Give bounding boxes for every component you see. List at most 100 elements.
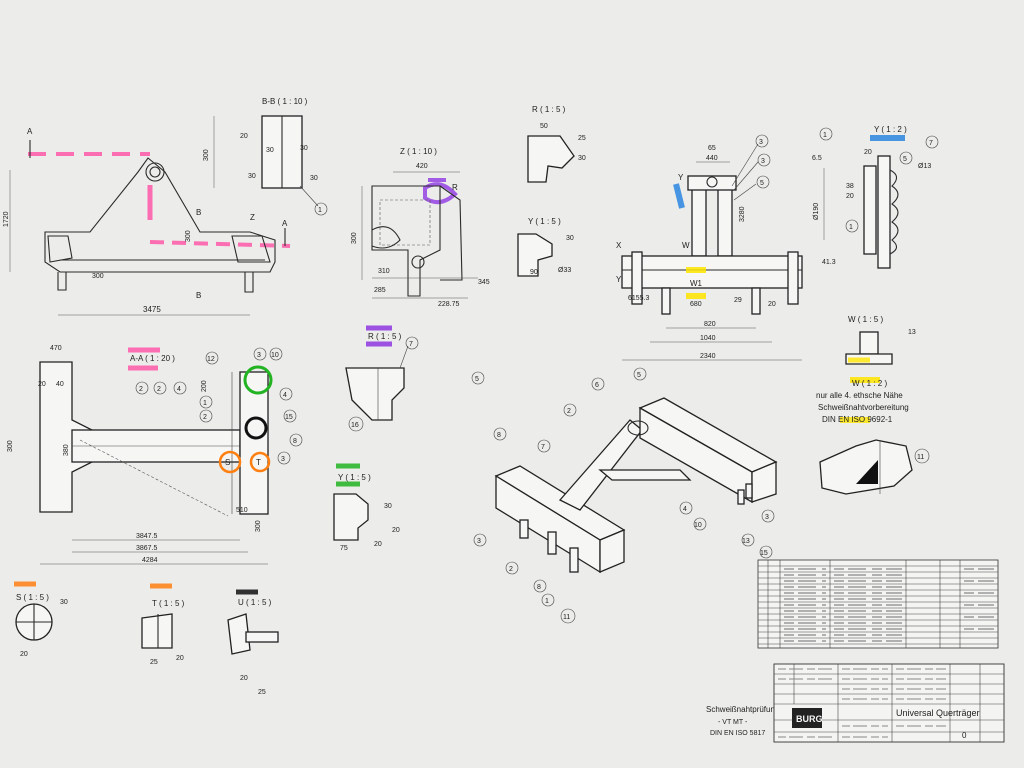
front-marker-w1: W1 [690,279,703,288]
y15-dim-1: 20 [392,527,400,534]
bb-dim-2: 20 [240,133,248,140]
iso-balloon-6: 2 [509,566,513,573]
y-top-dim-0: 30 [566,235,574,242]
s-dim-1: 30 [60,599,68,606]
aa-balloon-2: 10 [271,352,279,359]
aa-balloon-9: 3 [281,456,285,463]
section-marker-a: A [27,127,33,136]
aa-balloon-11: 2 [203,414,207,421]
view-y-top: Y ( 1 : 5 ) 30 90 Ø33 [517,217,574,277]
t-dim-0: 25 [150,659,158,666]
bb-dim-4: 30 [248,173,256,180]
z-dim-4: 228.75 [438,301,460,308]
front-dim-440: 440 [706,155,718,162]
view-y12-title: Y ( 1 : 2 ) [874,125,907,134]
y12-dim-0: 20 [864,149,872,156]
iso-balloon-1: 5 [637,372,641,379]
r15-balloon-1: 5 [475,376,479,383]
view-s-title: S ( 1 : 5 ) [16,593,49,602]
aa-section-s: S [225,458,230,467]
iso-balloon-13: 13 [742,538,750,545]
aa-balloon-3: 2 [139,386,143,393]
drawing-title: Universal Querträger [896,708,980,718]
section-marker-b-lower: B [196,291,201,300]
bill-of-materials [757,559,999,649]
y12-dim-4: 20 [846,193,854,200]
aa-balloon-6: 4 [283,392,287,399]
r15-balloon-0: 7 [409,341,413,348]
y-top-dim-1: 90 [530,269,538,276]
y12-balloon-0: 1 [823,132,827,139]
front-balloon-1: 3 [761,158,765,165]
z-dim-2: 310 [378,268,390,275]
iso-balloon-10: 4 [683,506,687,513]
front-balloon-2: 5 [760,180,764,187]
view-y-1-5: Y ( 1 : 5 ) 30 20 20 75 [333,463,400,552]
bb-dim-3: 30 [266,147,274,154]
weld-check-line3: DIN EN ISO 5817 [710,730,765,737]
view-z-title: Z ( 1 : 10 ) [400,147,437,156]
front-dim-65: 65 [708,145,716,152]
aa-balloon-0: 12 [207,356,215,363]
view-w15-title: W ( 1 : 5 ) [848,315,883,324]
y12-dim-5: Ø190 [813,203,820,220]
z-dim-1: 300 [351,232,358,244]
view-z: Z ( 1 : 10 ) R 420 300 310 285 228.75 34… [351,147,490,308]
y12-dim-6: 41.3 [822,259,836,266]
aa-balloon-7: 15 [285,414,293,421]
view-t-title: T ( 1 : 5 ) [152,599,185,608]
front-marker-x: X [616,241,622,250]
view-w-1-2: W ( 1 : 2 ) nur alle 4. ethsche Nähe Sch… [816,377,930,495]
z-marker-r: R [452,183,458,192]
iso-balloon-0: 6 [595,382,599,389]
y12-balloon-3: 1 [849,224,853,231]
y12-balloon-2: 7 [929,140,933,147]
section-marker-a-right: A [282,219,288,228]
view-aa-title: A-A ( 1 : 20 ) [130,354,175,363]
view-u: U ( 1 : 5 ) 20 25 [227,589,279,696]
aa-dim-300b: 300 [255,520,262,532]
view-r-top: R ( 1 : 5 ) 50 25 30 [527,105,586,183]
y-top-dim-2: Ø33 [558,267,571,274]
weld-check-note: Schweißnahtprüfung - VT MT - DIN EN ISO … [706,705,779,737]
aa-balloon-5: 4 [177,386,181,393]
r-top-dim-0: 50 [540,123,548,130]
front-dim-3280: 3280 [739,206,746,222]
aa-dim-3867: 3867.5 [136,545,158,552]
y12-dim-2: 6.5 [812,155,822,162]
dim-300b: 300 [185,230,192,242]
title-block: BURG Universal Querträger 0 [773,663,1005,743]
front-dim-680: 680 [690,301,702,308]
iso-balloon-3: 8 [497,432,501,439]
y15-dim-3: 75 [340,545,348,552]
aa-balloon-4: 2 [157,386,161,393]
dim-300a: 300 [92,273,104,280]
aa-section-t: T [256,458,261,467]
aa-dim-4284: 4284 [142,557,158,564]
y12-dim-1: Ø13 [918,163,931,170]
aa-dim-3847: 3847.5 [136,533,158,540]
y15-dim-0: 30 [384,503,392,510]
iso-balloon-12: 3 [765,514,769,521]
aa-dim-380: 380 [63,444,70,456]
weld-note-line1: nur alle 4. ethsche Nähe [816,391,903,400]
iso-balloon-4: 7 [541,444,545,451]
view-w12-title: W ( 1 : 2 ) [852,379,887,388]
aa-dim-300: 300 [7,440,14,452]
section-marker-b: B [196,208,201,217]
view-u-title: U ( 1 : 5 ) [238,598,272,607]
t-dim-1: 20 [176,655,184,662]
view-w-1-5: W ( 1 : 5 ) 13 [845,315,916,365]
aa-dim-20: 20 [38,381,46,388]
bb-dim-1: 30 [300,145,308,152]
front-balloon-0: 3 [759,139,763,146]
iso-balloon-2: 2 [567,408,571,415]
view-s: S ( 1 : 5 ) 20 30 [14,581,68,658]
u-dim-1: 25 [258,689,266,696]
view-r15-title: R ( 1 : 5 ) [368,332,402,341]
view-y15-title: Y ( 1 : 5 ) [338,473,371,482]
u-dim-0: 20 [240,675,248,682]
y15-dim-2: 20 [374,541,382,548]
aa-balloon-1: 3 [257,352,261,359]
aa-dim-40: 40 [56,381,64,388]
